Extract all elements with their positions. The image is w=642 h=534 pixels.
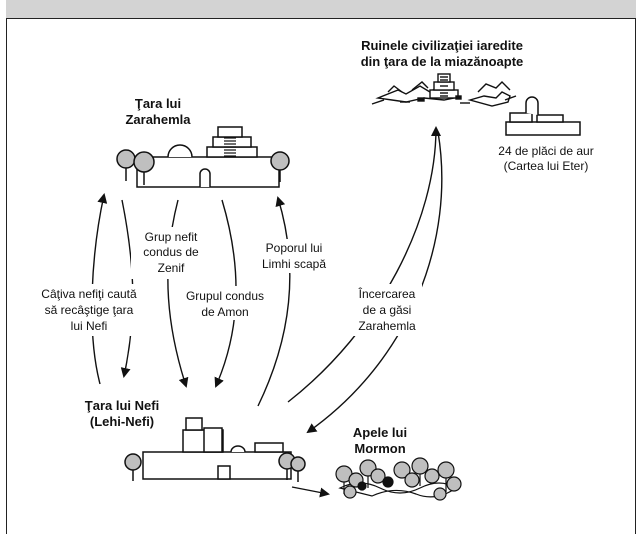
route-limhi-label: Poporul lui Limhi scapă xyxy=(254,239,334,273)
svg-text:de Amon: de Amon xyxy=(201,305,248,319)
svg-text:(Lehi-Nefi): (Lehi-Nefi) xyxy=(90,414,154,429)
svg-text:Grup nefit: Grup nefit xyxy=(145,230,198,244)
arrow-search-return xyxy=(306,131,443,434)
svg-text:Poporul lui: Poporul lui xyxy=(266,241,323,255)
svg-text:de a găsi: de a găsi xyxy=(363,303,412,317)
svg-text:Zenif: Zenif xyxy=(158,261,185,275)
svg-text:Zarahemla: Zarahemla xyxy=(358,319,416,333)
ruins-label: Ruinele civilizaţiei iaredite din ţara d… xyxy=(361,38,524,69)
svg-text:Zarahemla: Zarahemla xyxy=(125,112,191,127)
svg-text:din ţara de la miazănoapte: din ţara de la miazănoapte xyxy=(361,54,524,69)
arrow-search-zarahemla xyxy=(287,126,441,403)
svg-text:Câţiva nefiţi caută: Câţiva nefiţi caută xyxy=(41,287,137,301)
svg-text:(Cartea lui Eter): (Cartea lui Eter) xyxy=(504,159,589,173)
zarahemla-city-icon xyxy=(116,126,290,188)
route-amon-label: Grupul condus de Amon xyxy=(177,286,273,320)
diagram-frame xyxy=(6,0,636,534)
plates-label: 24 de plăci de aur (Cartea lui Eter) xyxy=(498,144,593,173)
svg-text:Grupul condus: Grupul condus xyxy=(186,289,264,303)
arrow-to-mormon xyxy=(291,486,330,498)
svg-text:Apele lui: Apele lui xyxy=(353,425,407,440)
svg-text:24 de plăci de aur: 24 de plăci de aur xyxy=(498,144,593,158)
waters-of-mormon-icon xyxy=(335,457,462,501)
route-search-label: Încercarea de a găsi Zarahemla xyxy=(352,284,422,336)
zarahemla-label: Ţara lui Zarahemla xyxy=(125,96,191,127)
svg-text:Ţara lui Nefi: Ţara lui Nefi xyxy=(85,398,159,413)
svg-text:Ruinele civilizaţiei iaredite: Ruinele civilizaţiei iaredite xyxy=(361,38,523,53)
title-bar xyxy=(6,0,636,19)
nefi-city-icon xyxy=(124,417,306,482)
route-zenif-label: Grup nefit condus de Zenif xyxy=(131,227,211,279)
route-recapture-label: Câţiva nefiţi caută să recâştige ţara lu… xyxy=(26,284,152,336)
svg-text:să recâştige ţara: să recâştige ţara xyxy=(45,303,134,317)
svg-text:lui Nefi: lui Nefi xyxy=(71,319,108,333)
arrow-limhi xyxy=(257,196,291,407)
jaredite-ruins-icon xyxy=(371,73,517,107)
svg-text:Încercarea: Încercarea xyxy=(358,286,416,301)
svg-text:condus de: condus de xyxy=(143,245,199,259)
nefi-label: Ţara lui Nefi (Lehi-Nefi) xyxy=(85,398,159,429)
arrow-zenif xyxy=(167,199,189,388)
svg-text:Limhi scapă: Limhi scapă xyxy=(262,257,326,271)
svg-text:Mormon: Mormon xyxy=(354,441,405,456)
mormon-label: Apele lui Mormon xyxy=(353,425,407,456)
gold-plates-icon xyxy=(505,96,581,136)
svg-text:Ţara lui: Ţara lui xyxy=(135,96,181,111)
